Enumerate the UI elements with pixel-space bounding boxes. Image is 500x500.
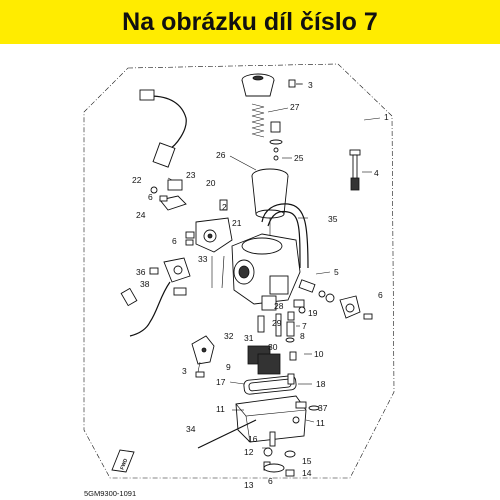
callout-34: 34 bbox=[186, 424, 196, 434]
assembly-boundary bbox=[83, 63, 395, 479]
callout-36: 36 bbox=[136, 267, 146, 277]
callout-5: 5 bbox=[334, 267, 339, 277]
callout-6d: 6 bbox=[268, 476, 273, 486]
callout-6c: 6 bbox=[172, 236, 177, 246]
float bbox=[247, 345, 297, 375]
callout-14: 14 bbox=[302, 468, 312, 478]
screw-6b bbox=[185, 239, 194, 246]
callout-1: 1 bbox=[384, 112, 389, 122]
callout-2: 2 bbox=[222, 202, 227, 212]
callout-11b: 11 bbox=[316, 418, 325, 428]
callout-9: 9 bbox=[226, 362, 231, 372]
carburetor-body bbox=[231, 233, 301, 311]
callout-32: 32 bbox=[224, 331, 234, 341]
jets bbox=[257, 311, 295, 343]
callout-15: 15 bbox=[302, 456, 312, 466]
callout-24: 24 bbox=[136, 210, 146, 220]
callout-22: 22 bbox=[132, 175, 142, 185]
callout-6b: 6 bbox=[148, 192, 153, 202]
leader-lines bbox=[167, 83, 381, 449]
callout-33: 33 bbox=[198, 254, 208, 264]
screw-18 bbox=[287, 373, 295, 385]
top-cap bbox=[241, 73, 302, 97]
callout-18: 18 bbox=[316, 379, 326, 389]
callout-35: 35 bbox=[328, 214, 338, 224]
callout-27: 27 bbox=[290, 102, 300, 112]
bracket-hook bbox=[191, 335, 215, 373]
callout-30: 30 bbox=[268, 342, 278, 352]
callout-8: 8 bbox=[300, 331, 305, 341]
forward-label: FWD bbox=[119, 458, 129, 471]
callout-19: 19 bbox=[308, 308, 318, 318]
throttle-bracket bbox=[185, 217, 233, 253]
diagram-code: 5GM9300-1091 bbox=[84, 489, 136, 498]
screw-6a bbox=[159, 195, 168, 202]
forward-arrow-icon: FWD bbox=[111, 449, 135, 473]
spring bbox=[251, 103, 265, 138]
callout-25: 25 bbox=[294, 153, 304, 163]
washer-37 bbox=[308, 405, 320, 411]
callout-26: 26 bbox=[216, 150, 226, 160]
air-screw-parts bbox=[293, 279, 373, 320]
gasket bbox=[243, 375, 297, 395]
callout-3b: 3 bbox=[182, 366, 187, 376]
callout-10: 10 bbox=[314, 349, 324, 359]
callout-12: 12 bbox=[244, 447, 254, 457]
callout-21: 21 bbox=[232, 218, 242, 228]
title-banner: Na obrázku díl číslo 7 bbox=[0, 0, 500, 44]
screw-2 bbox=[219, 199, 228, 211]
callout-16: 16 bbox=[248, 434, 258, 444]
callout-6a: 6 bbox=[378, 290, 383, 300]
choke-cable bbox=[139, 89, 187, 211]
banner-title: Na obrázku díl číslo 7 bbox=[122, 7, 378, 36]
callout-17: 17 bbox=[216, 377, 226, 387]
drain-rod bbox=[197, 419, 257, 449]
callout-31: 31 bbox=[244, 333, 254, 343]
sensor-with-wire bbox=[120, 257, 191, 337]
callout-labels: 1 2 3 3 4 5 6 6 6 6 7 8 9 10 11 11 12 13… bbox=[132, 80, 389, 490]
callout-28: 28 bbox=[274, 301, 284, 311]
callout-23: 23 bbox=[186, 170, 196, 180]
callout-37: 37 bbox=[318, 403, 328, 413]
callout-4: 4 bbox=[374, 168, 379, 178]
tube bbox=[261, 203, 309, 269]
piston-valve bbox=[251, 168, 289, 240]
callout-7: 7 bbox=[302, 321, 307, 331]
needle-parts bbox=[269, 121, 283, 161]
float-bowl bbox=[235, 395, 307, 443]
callout-11a: 11 bbox=[216, 404, 225, 414]
callout-29: 29 bbox=[272, 318, 282, 328]
callout-20: 20 bbox=[206, 178, 216, 188]
screw-3 bbox=[195, 371, 205, 378]
callout-38: 38 bbox=[140, 279, 150, 289]
screw-4 bbox=[349, 149, 361, 191]
callout-13: 13 bbox=[244, 480, 254, 490]
drain-screw bbox=[263, 431, 296, 477]
callout-3a: 3 bbox=[308, 80, 313, 90]
